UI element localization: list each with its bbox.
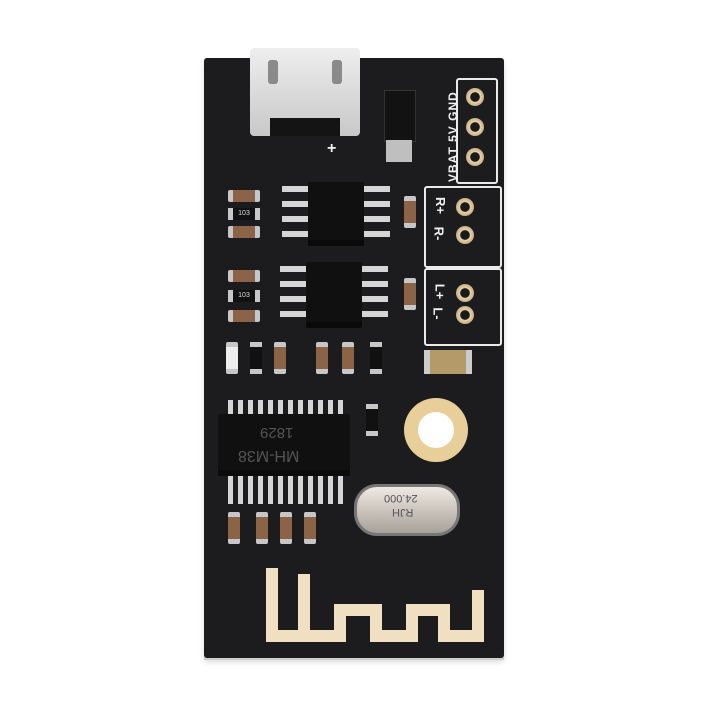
usb-plus-label: + xyxy=(327,140,337,157)
label-r-plus: R+ xyxy=(432,197,448,214)
main-bluetooth-ic xyxy=(218,414,350,476)
power-header-outline xyxy=(456,78,498,184)
capacitor xyxy=(274,342,286,374)
capacitor xyxy=(316,342,328,374)
right-channel-outline xyxy=(424,186,502,268)
ic2-leads-right xyxy=(362,266,388,326)
power-header-label: VBAT 5V GND xyxy=(446,72,460,182)
main-ic-part-number: MH-M38 xyxy=(238,447,300,464)
crystal-maker: RJH xyxy=(392,506,414,518)
usb-pins-base xyxy=(270,118,340,136)
main-ic-bottom-leads xyxy=(228,476,348,504)
usb-tab-left xyxy=(268,60,278,84)
diode-lead xyxy=(386,140,412,162)
pad-gnd xyxy=(466,88,484,106)
capacitor xyxy=(342,342,354,374)
pad-r-minus xyxy=(456,226,474,244)
usb-tab-right xyxy=(332,60,342,84)
pad-l-plus xyxy=(456,284,474,302)
mounting-hole xyxy=(418,412,454,448)
main-ic-top-leads xyxy=(228,400,348,414)
pad-l-minus xyxy=(456,306,474,324)
pad-vbat xyxy=(466,148,484,166)
capacitor xyxy=(404,278,416,310)
left-channel-outline xyxy=(424,268,502,346)
resistor xyxy=(370,342,382,374)
amplifier-ic-2 xyxy=(306,262,362,328)
capacitor xyxy=(404,196,416,228)
led xyxy=(226,342,238,374)
capacitor xyxy=(228,226,260,238)
ic2-leads-left xyxy=(280,266,306,326)
pad-5v xyxy=(466,118,484,136)
ic1-leads-left xyxy=(282,186,308,246)
label-gnd: GND xyxy=(446,91,460,121)
label-vbat: VBAT xyxy=(446,146,460,182)
crystal-frequency: 24.000 xyxy=(384,492,418,504)
tantalum-capacitor xyxy=(424,350,472,374)
diode-component xyxy=(384,90,416,142)
main-ic-date-code: 1829 xyxy=(260,424,294,441)
resistor xyxy=(366,404,378,436)
label-l-plus: L+ xyxy=(432,283,448,300)
ic1-leads-right xyxy=(364,186,390,246)
capacitor xyxy=(228,270,260,282)
label-r-minus: R- xyxy=(431,226,447,241)
capacitor xyxy=(228,310,260,322)
resistor xyxy=(250,342,262,374)
pcb-antenna-trace xyxy=(266,568,484,642)
amplifier-ic-1 xyxy=(308,182,364,246)
crystal-oscillator xyxy=(354,484,460,536)
label-l-minus: L- xyxy=(430,307,446,320)
pad-r-plus xyxy=(456,198,474,216)
capacitor xyxy=(228,190,260,202)
resistor-103-a: 103 xyxy=(228,208,260,220)
label-5v: 5V xyxy=(446,125,460,142)
resistor-103-b: 103 xyxy=(228,290,260,302)
